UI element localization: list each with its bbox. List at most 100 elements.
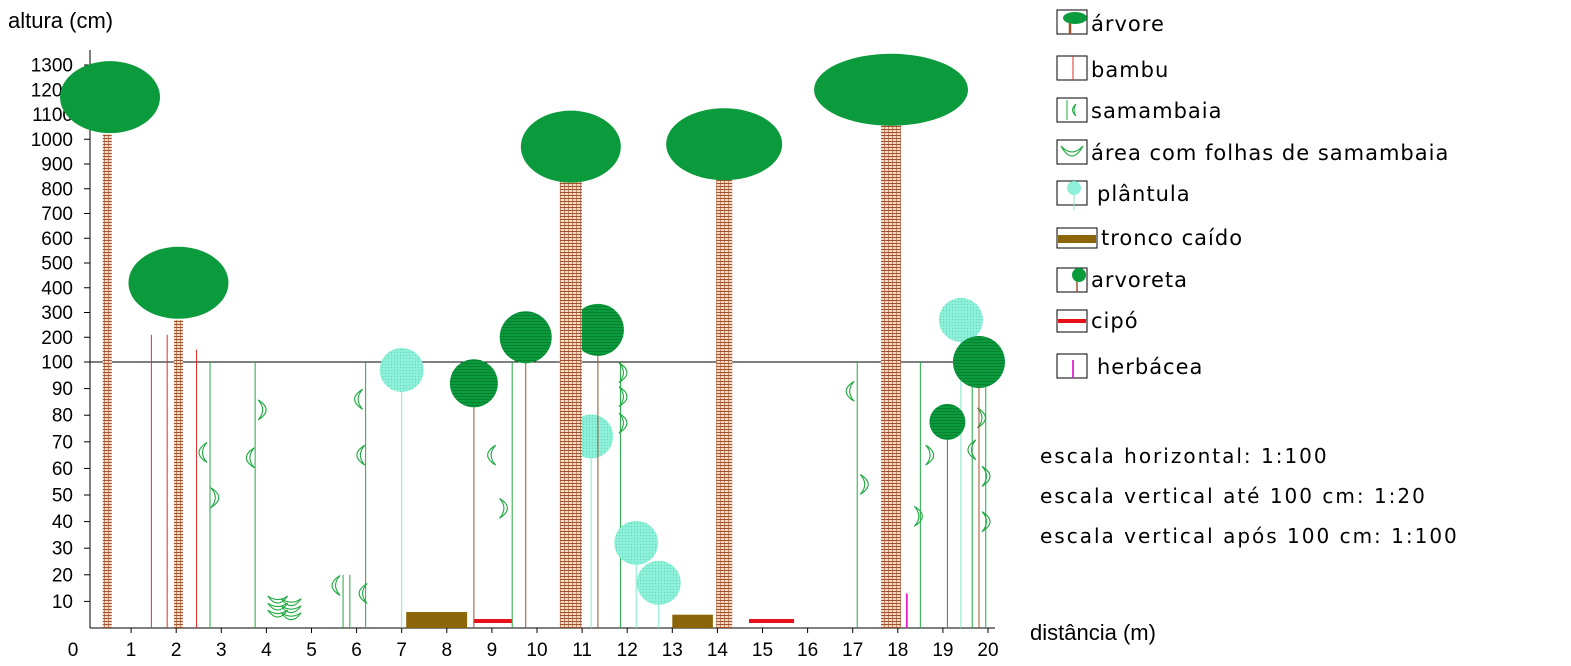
seedling-crown [379, 347, 424, 392]
legend-item-samambaia: samambaia [1056, 97, 1222, 123]
legend-label-plantula: plântula [1097, 182, 1191, 206]
x-tick-label: 15 [752, 640, 773, 661]
fern-area-leaves [280, 598, 302, 607]
x-tick-label: 5 [306, 640, 317, 661]
legend-label-cipo: cipó [1091, 309, 1139, 333]
sapling-crown [929, 403, 966, 440]
legend-item-herbacea: herbácea [1056, 353, 1203, 379]
y-tick-label: 70 [52, 432, 73, 453]
seedling-crown [636, 560, 681, 605]
x-tick-label: 6 [351, 640, 362, 661]
fern-leaf [977, 407, 987, 429]
fern-leaf [925, 444, 935, 466]
fern-area-leaves [280, 612, 302, 621]
x-tick-label: 11 [572, 640, 592, 661]
y-tick-label: 60 [52, 459, 73, 480]
fern-leaf [356, 444, 366, 466]
legend-label-arvoreta: arvoreta [1091, 268, 1188, 292]
y-tick-label: 500 [41, 254, 73, 275]
vine-icon [1058, 319, 1086, 323]
tree-trunk [173, 319, 183, 628]
sapling-icon [1072, 268, 1086, 282]
y-tick-label: 700 [41, 204, 73, 225]
legend-label-tronco-caido: tronco caído [1101, 226, 1243, 250]
x-tick-label: 10 [526, 640, 547, 661]
tree-crown [128, 246, 229, 319]
y-tick-label: 600 [41, 229, 73, 250]
fern-area-leaves [280, 605, 302, 614]
x-tick-label: 19 [932, 640, 953, 661]
x-tick-label: 16 [797, 640, 818, 661]
y-tick-label: 100 [41, 353, 73, 374]
fallen-log [406, 612, 468, 628]
x-tick-label: 18 [887, 640, 908, 661]
legend-item-cipo: cipó [1056, 309, 1139, 333]
fern-leaf [981, 465, 991, 487]
legend-label-herbacea: herbácea [1097, 355, 1203, 379]
x-tick-label: 20 [977, 640, 998, 661]
tree-icon [1063, 12, 1087, 24]
scale-horizontal: escala horizontal: 1:100 [1040, 444, 1329, 468]
legend-item-bambu: bambu [1056, 55, 1169, 82]
fern-leaf [358, 582, 368, 604]
x-tick-label: 0 [68, 640, 79, 661]
legend-label-bambu: bambu [1091, 58, 1169, 82]
x-tick-label: 14 [707, 640, 729, 661]
tree-crown [60, 61, 160, 134]
fern-leaf [331, 574, 341, 596]
tree-trunk [102, 134, 112, 629]
y-tick-label: 900 [41, 155, 73, 176]
y-tick-label: 300 [41, 303, 73, 324]
fern-area-leaves [267, 595, 289, 604]
y-tick-label: 80 [52, 406, 73, 427]
y-tick-label: 800 [41, 179, 73, 200]
x-tick-label: 9 [487, 640, 498, 661]
fern-leaf [618, 386, 628, 408]
legend-label-area-folhas: área com folhas de samambaia [1091, 141, 1449, 165]
vine [473, 619, 513, 624]
seedling-icon [1067, 181, 1081, 195]
fern-leaf [859, 473, 869, 495]
scale-vertical-high: escala vertical após 100 cm: 1:100 [1040, 524, 1459, 548]
fern-leaf [245, 447, 255, 469]
tree-crown [520, 110, 621, 183]
fern-leaf [845, 380, 855, 402]
y-tick-label: 400 [41, 278, 73, 299]
fern-leaf [487, 444, 497, 466]
fern-leaf [354, 388, 364, 410]
legend-item-plantula: plântula [1056, 180, 1191, 210]
legend-item-tronco-caido: tronco caído [1056, 226, 1243, 250]
scale-vertical-low: escala vertical até 100 cm: 1:20 [1040, 484, 1427, 508]
x-tick-label: 17 [842, 640, 863, 661]
y-tick-label: 1300 [31, 56, 73, 77]
x-tick-label: 2 [171, 640, 182, 661]
x-tick-label: 4 [261, 640, 272, 661]
y-tick-label: 1100 [32, 105, 73, 126]
sapling-crown [571, 303, 624, 356]
tree-trunk [559, 176, 582, 628]
fern-leaf [618, 412, 628, 434]
seedling-crown [614, 520, 659, 565]
x-tick-label: 12 [617, 640, 638, 661]
y-tick-label: 10 [52, 592, 73, 613]
y-axis-title: altura (cm) [8, 8, 113, 33]
tree-crown [666, 108, 783, 181]
fallen-log-icon [1058, 235, 1096, 243]
x-axis-title: distância (m) [1030, 620, 1156, 645]
fern-leaf [257, 399, 267, 421]
y-tick-label: 200 [41, 328, 73, 349]
fern-leaf [210, 487, 220, 509]
fern-leaf [198, 441, 208, 463]
legend-item-area-folhas: área com folhas de samambaia [1056, 139, 1449, 165]
tree-trunk [881, 124, 902, 629]
sapling-crown [449, 359, 498, 408]
fern-area-icon [1060, 145, 1084, 157]
x-tick-label: 7 [396, 640, 407, 661]
fern-leaf [913, 505, 923, 527]
legend: árvore bambu samambaia área com folhas d… [1056, 9, 1449, 379]
fern-leaf [967, 439, 977, 461]
vine [748, 619, 795, 624]
fallen-log [672, 614, 713, 628]
